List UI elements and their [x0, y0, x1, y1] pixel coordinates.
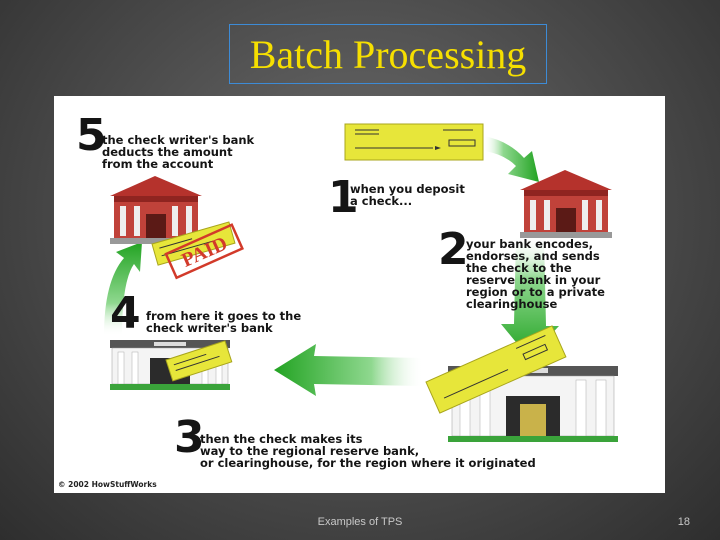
check-in-transit-icon [425, 325, 567, 414]
slide-page-number: 18 [677, 516, 690, 528]
arrow-to-writers-bank-icon [274, 344, 424, 396]
arrow-to-deduct-icon [104, 242, 142, 336]
step-1-number: 1 [328, 172, 359, 223]
step-3-number: 3 [174, 412, 205, 463]
step-4-text: from here it goes to the check writer's … [146, 309, 302, 335]
slide-title-box: Batch Processing [229, 24, 547, 84]
check-step4-icon [165, 340, 233, 382]
check-clearing-diagram: PAID [54, 96, 665, 493]
step-2-number: 2 [438, 224, 469, 275]
step-5-number: 5 [76, 110, 107, 161]
arrow-deposit-icon [484, 136, 539, 182]
copyright-notice: © 2002 HowStuffWorks [58, 480, 157, 489]
writers-bank-icon [110, 176, 202, 244]
arrow-to-reserve-icon [501, 236, 559, 358]
step-1-text: when you deposit a check... [350, 182, 465, 208]
depositor-bank-icon [520, 170, 612, 238]
diagram-graphics: PAID [104, 123, 618, 442]
slide-footer: Examples of TPS [317, 516, 403, 528]
check-top-icon [344, 123, 484, 161]
step-3-text: then the check makes its way to the regi… [200, 432, 536, 470]
slide-title: Batch Processing [249, 31, 527, 77]
step-5-text: the check writer's bank deducts the amou… [102, 133, 255, 171]
step-2-text: your bank encodes, endorses, and sends t… [466, 237, 605, 311]
step-4-number: 4 [110, 288, 141, 339]
